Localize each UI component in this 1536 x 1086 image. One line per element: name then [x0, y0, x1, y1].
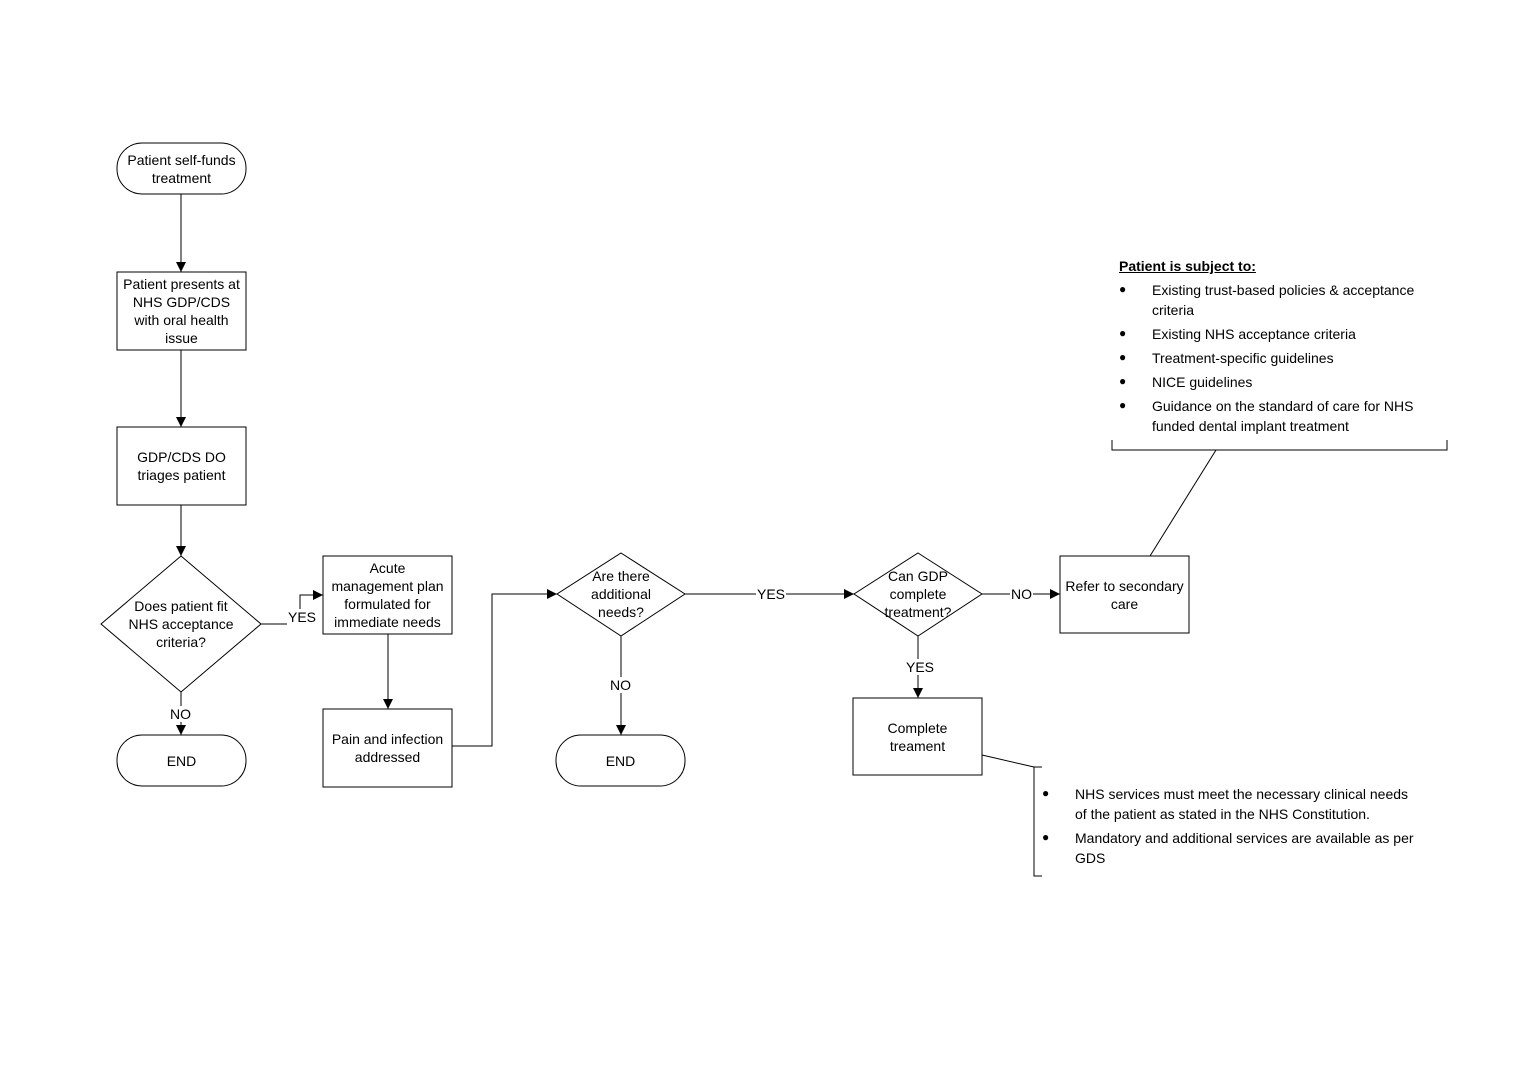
presents-box	[116, 271, 247, 351]
services-note-list: NHS services must meet the necessary cli…	[1042, 783, 1422, 868]
edge-pain-additional	[452, 589, 557, 747]
self-funds-label: Patient self-funds treatment	[127, 151, 236, 186]
acute-plan-label: Acute management plan formulated for imm…	[331, 560, 444, 630]
services-note: NHS services must meet the necessary cli…	[1042, 783, 1422, 872]
pain-infection-label: Pain and infection addressed	[331, 731, 444, 765]
fit-yes-label: YES	[287, 609, 318, 625]
subject-note: Patient is subject to: Existing trust-ba…	[1119, 256, 1439, 440]
end-label-1: END	[166, 752, 197, 769]
subject-note-connector	[1149, 449, 1217, 557]
fit-no-label: NO	[169, 706, 192, 722]
complete-box	[852, 697, 983, 776]
subject-note-heading: Patient is subject to:	[1119, 258, 1256, 274]
list-item: Treatment-specific guidelines	[1119, 347, 1439, 368]
services-note-bracket	[1033, 766, 1042, 877]
list-item: NICE guidelines	[1119, 371, 1439, 392]
additional-yes-label: YES	[756, 586, 787, 602]
subject-note-bracket	[1111, 440, 1448, 451]
services-note-connector	[981, 754, 1035, 768]
list-item: Mandatory and additional services are av…	[1042, 827, 1422, 868]
pain-infection-box	[322, 708, 453, 788]
additional-needs-label: Are there additional needs?	[591, 568, 651, 620]
list-item: Existing NHS acceptance criteria	[1119, 323, 1439, 344]
refer-box	[1059, 555, 1190, 634]
presents-label: Patient presents at NHS GDP/CDS with ora…	[123, 276, 240, 346]
subject-note-list: Existing trust-based policies & acceptan…	[1119, 279, 1439, 436]
additional-no-label: NO	[609, 677, 632, 693]
gdp-no-label: NO	[1010, 586, 1033, 602]
complete-label: Complete treament	[887, 719, 948, 754]
list-item: NHS services must meet the necessary cli…	[1042, 783, 1422, 824]
refer-label: Refer to secondary care	[1065, 577, 1184, 612]
list-item: Guidance on the standard of care for NHS…	[1119, 395, 1439, 436]
fit-criteria-label: Does patient fit NHS acceptance criteria…	[128, 598, 234, 650]
end-label-2: END	[605, 752, 636, 769]
acute-plan-box	[322, 555, 453, 635]
triage-label: GDP/CDS DO triages patient	[137, 449, 226, 483]
gdp-yes-label: YES	[905, 659, 936, 675]
list-item: Existing trust-based policies & acceptan…	[1119, 279, 1439, 320]
can-gdp-label: Can GDP complete treatment?	[884, 568, 952, 620]
